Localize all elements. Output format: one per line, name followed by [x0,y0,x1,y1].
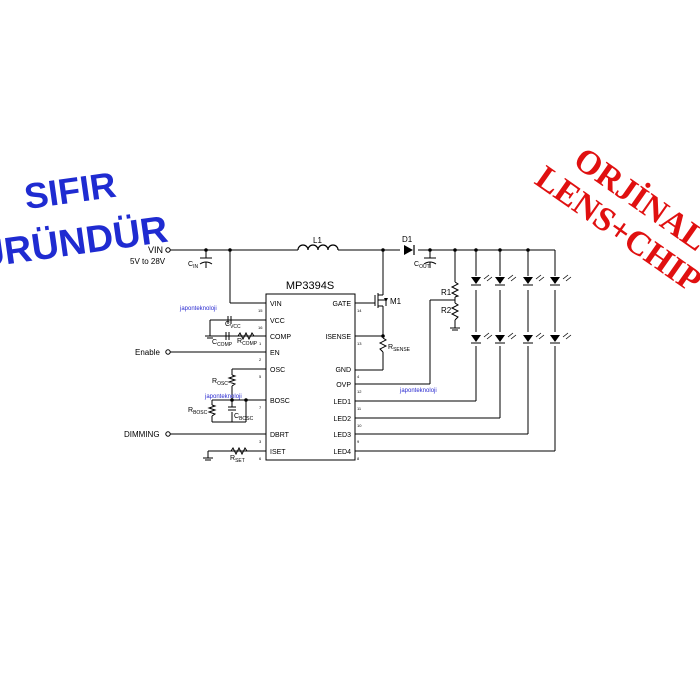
cvcc-label: CVCC [225,321,241,330]
pin-dbrt-label: DBRT [270,432,290,439]
rbosc-label: RBOSC [188,407,208,416]
pin-led3-num: 9 [357,439,360,444]
ground-icon-rset [203,457,213,461]
ccomp-capacitor [225,332,230,340]
watermark-2: japonteknoloji [399,388,437,394]
cvcc-capacitor [227,316,232,324]
pin-led2-num: 10 [357,423,362,428]
rsense-label: RSENSE [388,344,411,353]
watermark-1: japonteknoloji [179,306,217,312]
ground-icon-r2 [450,327,460,331]
promo-left-line1: SIFIR [22,164,119,217]
led-2a [495,274,517,286]
pin-iset-label: ISET [270,449,286,456]
ground-icon-comp [205,335,215,339]
chip-name: MP3394S [286,280,334,292]
rosc-label: ROSC [212,378,228,387]
pin-isense-num: 13 [357,341,362,346]
m1-label: M1 [390,297,402,306]
pin-iset-num: 6 [259,456,262,461]
led-3a [523,274,545,286]
l1-label: L1 [313,236,322,245]
watermark-3: japonteknoloji [204,394,242,400]
rbosc-resistor [207,404,217,417]
pin-led1-label: LED1 [333,399,351,406]
vin-label: VIN [148,245,163,255]
pin-osc-label: OSC [270,367,285,374]
dimming-label: DIMMING [124,430,160,439]
pin-led3-label: LED3 [333,432,351,439]
led-4b [550,332,572,344]
pin-led4-num: 8 [357,456,360,461]
pin-osc-num: 5 [259,374,262,379]
led-3b [523,332,545,344]
r2-resistor [450,302,460,321]
rcomp-label: RCOMP [237,338,258,347]
pin-vin-num: 15 [258,308,263,313]
vin-range-label: 5V to 28V [130,257,166,266]
rosc-resistor [227,374,237,387]
pin-dbrt-num: 3 [259,439,262,444]
pin-ovp-label: OVP [336,382,351,389]
pin-en-label: EN [270,350,280,357]
led-1a [471,274,493,286]
rset-resistor [230,446,248,456]
pin-gnd-label: GND [335,367,351,374]
enable-terminal [165,349,171,355]
pin-gate-label: GATE [332,301,351,308]
pin-gnd-num: 4 [357,374,360,379]
d1-label: D1 [402,235,413,244]
pin-gate-num: 14 [357,308,362,313]
dimming-terminal [165,431,171,437]
led-1b [471,332,493,344]
m1-arrow-icon [384,298,388,302]
r1-label: R1 [441,288,452,297]
m1-mosfet [374,290,387,308]
pin-bosc-num: 7 [259,405,262,410]
rcomp-resistor [237,331,255,341]
cin-label: CIN [188,261,198,270]
r1-resistor [450,281,460,298]
pin-led4-label: LED4 [333,449,351,456]
vin-terminal [165,247,171,253]
pin-led1-num: 11 [357,406,362,411]
pin-comp-num: 1 [259,341,262,346]
cin-capacitor [199,257,213,268]
ccomp-label: CCOMP [212,339,233,348]
cout-capacitor [423,257,437,268]
pin-en-num: 2 [259,357,262,362]
pin-bosc-label: BOSC [270,398,290,405]
l1-inductor [297,244,339,251]
enable-label: Enable [135,348,160,357]
d1-diode [404,245,415,255]
pin-vcc-label: VCC [270,318,285,325]
pin-isense-label: ISENSE [325,334,351,341]
rsense-resistor [378,337,388,353]
pin-vcc-num: 16 [258,325,263,330]
cout-label: COUT [414,261,430,270]
chip-body [265,293,356,461]
rset-label: RSET [230,455,245,464]
pin-ovp-num: 12 [357,389,362,394]
r2-label: R2 [441,306,452,315]
pin-vin-label: VIN [270,301,282,308]
pin-comp-label: COMP [270,334,291,341]
led-array [471,274,572,344]
promo-left-line2: ÜRÜNDÜR [0,208,170,277]
cbosc-label: CBOSC [234,413,254,422]
wires [170,249,556,458]
pin-led2-label: LED2 [333,416,351,423]
led-4a [550,274,572,286]
junction-dots [204,248,530,402]
led-2b [495,332,517,344]
cbosc-capacitor [228,406,236,411]
